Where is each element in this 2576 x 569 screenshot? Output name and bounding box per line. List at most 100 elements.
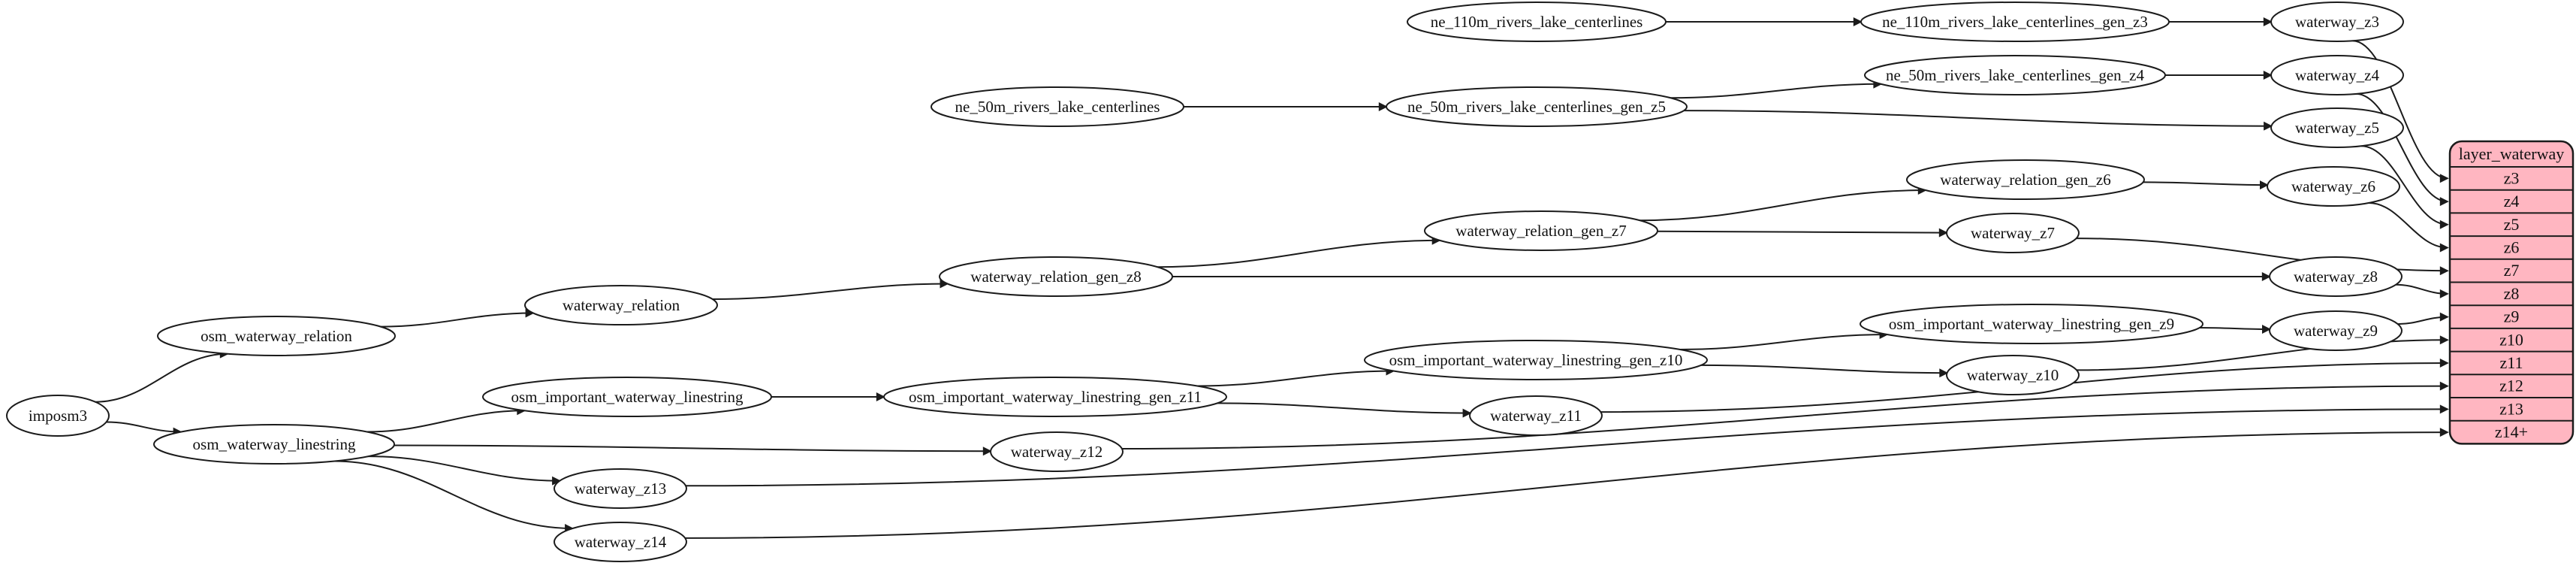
edge-osm_waterway_linestring-to-osm_important_waterway_linestring xyxy=(366,406,526,433)
node-label-waterway_relation_gen_z8: waterway_relation_gen_z8 xyxy=(970,268,1141,286)
node-ellipse-osm_waterway_relation xyxy=(157,316,396,356)
table-row-z11: z11 xyxy=(2500,353,2523,372)
table-row-z4: z4 xyxy=(2504,192,2520,210)
node-waterway_relation_gen_z7: waterway_relation_gen_z7 xyxy=(1424,210,1658,251)
node-ellipse-ne_50m_rivers_lake_centerlines_gen_z4 xyxy=(1864,55,2166,95)
edge-waterway_z9-to-layer_waterway-z9 xyxy=(2397,312,2449,325)
node-ellipse-waterway_relation xyxy=(524,285,718,325)
node-label-osm_important_waterway_linestring_gen_z10: osm_important_waterway_linestring_gen_z1… xyxy=(1389,351,1683,369)
node-label-waterway_z9: waterway_z9 xyxy=(2294,322,2378,340)
node-waterway_relation_gen_z6: waterway_relation_gen_z6 xyxy=(1906,159,2145,200)
node-ellipse-waterway_z3 xyxy=(2270,2,2404,42)
edge-osm_important_waterway_linestring_gen_z9-to-waterway_z9 xyxy=(2199,324,2271,334)
node-label-waterway_relation_gen_z6: waterway_relation_gen_z6 xyxy=(1940,171,2110,189)
node-osm_important_waterway_linestring: osm_important_waterway_linestring xyxy=(482,377,772,417)
node-ellipse-ne_110m_rivers_lake_centerlines_gen_z3 xyxy=(1860,2,2170,42)
edge-imposm3-to-osm_waterway_linestring xyxy=(106,421,182,437)
table-row-z6: z6 xyxy=(2504,238,2520,256)
edge-osm_waterway_relation-to-waterway_relation xyxy=(380,308,535,328)
node-label-waterway_z6: waterway_z6 xyxy=(2291,177,2375,195)
node-ellipse-imposm3 xyxy=(6,395,110,437)
node-ellipse-waterway_z11 xyxy=(1469,395,1603,436)
edge-ne_50m_rivers_lake_centerlines_gen_z5-to-ne_50m_rivers_lake_centerlines_gen_z4 xyxy=(1670,79,1883,99)
node-ellipse-waterway_z8 xyxy=(2269,256,2403,297)
node-waterway_z8: waterway_z8 xyxy=(2269,256,2403,297)
table-row-z9: z9 xyxy=(2504,307,2520,326)
layer-waterway-table: layer_waterwayz3z4z5z6z7z8z9z10z11z12z13… xyxy=(2448,140,2574,445)
node-ellipse-waterway_z13 xyxy=(554,468,687,509)
node-waterway_z5: waterway_z5 xyxy=(2270,107,2404,148)
node-ne_110m_rivers_lake_centerlines_gen_z3: ne_110m_rivers_lake_centerlines_gen_z3 xyxy=(1860,2,2170,42)
edge-osm_waterway_linestring-to-waterway_z13 xyxy=(368,456,562,486)
node-ellipse-ne_110m_rivers_lake_centerlines xyxy=(1407,2,1667,42)
node-ellipse-waterway_z5 xyxy=(2270,107,2404,148)
node-ellipse-waterway_z4 xyxy=(2270,55,2404,95)
table-row-z14+: z14+ xyxy=(2495,422,2528,441)
node-imposm3: imposm3 xyxy=(6,395,110,437)
node-waterway_z11: waterway_z11 xyxy=(1469,395,1603,436)
edge-waterway_z4-to-layer_waterway-z4 xyxy=(2356,92,2449,207)
edge-osm_important_waterway_linestring_gen_z10-to-waterway_z10 xyxy=(1700,364,1949,378)
node-label-ne_110m_rivers_lake_centerlines: ne_110m_rivers_lake_centerlines xyxy=(1431,13,1643,31)
node-label-waterway_z3: waterway_z3 xyxy=(2295,13,2379,31)
node-ne_50m_rivers_lake_centerlines_gen_z5: ne_50m_rivers_lake_centerlines_gen_z5 xyxy=(1386,86,1688,127)
node-ellipse-osm_important_waterway_linestring_gen_z11 xyxy=(883,377,1227,417)
node-label-osm_important_waterway_linestring: osm_important_waterway_linestring xyxy=(511,388,744,406)
node-waterway_relation: waterway_relation xyxy=(524,285,718,325)
node-label-osm_waterway_relation: osm_waterway_relation xyxy=(201,327,352,345)
node-waterway_z4: waterway_z4 xyxy=(2270,55,2404,95)
node-ellipse-osm_important_waterway_linestring_gen_z10 xyxy=(1364,340,1708,380)
edge-waterway_z6-to-layer_waterway-z6 xyxy=(2369,202,2449,253)
edge-waterway_relation_gen_z6-to-waterway_z6 xyxy=(2143,180,2269,190)
node-ne_110m_rivers_lake_centerlines: ne_110m_rivers_lake_centerlines xyxy=(1407,2,1667,42)
node-ellipse-waterway_z14 xyxy=(554,522,687,562)
edge-waterway_z14-to-layer_waterway-z14+ xyxy=(685,428,2449,539)
node-osm_waterway_linestring: osm_waterway_linestring xyxy=(153,424,395,465)
node-ne_50m_rivers_lake_centerlines: ne_50m_rivers_lake_centerlines xyxy=(931,86,1184,127)
edge-waterway_z13-to-layer_waterway-z13 xyxy=(686,404,2449,487)
node-label-ne_50m_rivers_lake_centerlines: ne_50m_rivers_lake_centerlines xyxy=(955,98,1160,116)
node-ellipse-waterway_z12 xyxy=(990,431,1124,472)
node-ellipse-ne_50m_rivers_lake_centerlines xyxy=(931,86,1184,127)
table-title: layer_waterway xyxy=(2459,144,2564,163)
node-waterway_z14: waterway_z14 xyxy=(554,522,687,562)
edge-imposm3-to-osm_waterway_relation xyxy=(95,349,229,403)
node-label-imposm3: imposm3 xyxy=(29,407,87,425)
node-waterway_z13: waterway_z13 xyxy=(554,468,687,509)
node-label-waterway_z12: waterway_z12 xyxy=(1011,443,1102,461)
edge-osm_important_waterway_linestring_gen_z10-to-osm_important_waterway_linestring_gen_z9 xyxy=(1680,330,1889,350)
node-label-waterway_z4: waterway_z4 xyxy=(2295,66,2379,84)
nodes-layer: imposm3 osm_waterway_relation osm_waterway… xyxy=(6,2,2404,562)
edge-waterway_z5-to-layer_waterway-z5 xyxy=(2360,145,2449,229)
table-row-z13: z13 xyxy=(2499,399,2523,418)
edges-layer xyxy=(95,17,2449,539)
edge-waterway_z10-to-layer_waterway-z10 xyxy=(2077,335,2449,371)
edge-osm_important_waterway_linestring_gen_z11-to-osm_important_waterway_linestring_gen_z10 xyxy=(1197,366,1395,387)
table-row-z8: z8 xyxy=(2504,284,2520,303)
edge-waterway_relation_gen_z7-to-waterway_relation_gen_z6 xyxy=(1639,186,1927,222)
node-osm_important_waterway_linestring_gen_z11: osm_important_waterway_linestring_gen_z1… xyxy=(883,377,1227,417)
edge-osm_waterway_linestring-to-waterway_z14 xyxy=(333,460,575,533)
edge-waterway_z8-to-layer_waterway-z8 xyxy=(2396,283,2449,298)
node-label-osm_important_waterway_linestring_gen_z9: osm_important_waterway_linestring_gen_z9 xyxy=(1889,315,2174,333)
table-row-z3: z3 xyxy=(2504,168,2520,187)
node-ellipse-ne_50m_rivers_lake_centerlines_gen_z5 xyxy=(1386,86,1688,127)
table-row-z7: z7 xyxy=(2504,261,2520,280)
table-outline xyxy=(2448,140,2574,445)
node-label-ne_110m_rivers_lake_centerlines_gen_z3: ne_110m_rivers_lake_centerlines_gen_z3 xyxy=(1882,13,2148,31)
node-ne_50m_rivers_lake_centerlines_gen_z4: ne_50m_rivers_lake_centerlines_gen_z4 xyxy=(1864,55,2166,95)
node-label-waterway_z7: waterway_z7 xyxy=(1971,224,2055,242)
table-row-z10: z10 xyxy=(2499,330,2523,349)
node-waterway_z9: waterway_z9 xyxy=(2269,310,2403,351)
node-label-waterway_z10: waterway_z10 xyxy=(1967,366,2059,384)
node-label-waterway_relation_gen_z7: waterway_relation_gen_z7 xyxy=(1455,222,1626,240)
node-label-ne_50m_rivers_lake_centerlines_gen_z5: ne_50m_rivers_lake_centerlines_gen_z5 xyxy=(1407,98,1666,116)
node-osm_important_waterway_linestring_gen_z9: osm_important_waterway_linestring_gen_z9 xyxy=(1860,304,2203,344)
node-label-waterway_z5: waterway_z5 xyxy=(2295,119,2379,137)
node-label-ne_50m_rivers_lake_centerlines_gen_z4: ne_50m_rivers_lake_centerlines_gen_z4 xyxy=(1886,66,2145,84)
node-ellipse-waterway_relation_gen_z7 xyxy=(1424,210,1658,251)
node-osm_waterway_relation: osm_waterway_relation xyxy=(157,316,396,356)
node-ellipse-osm_important_waterway_linestring xyxy=(482,377,772,417)
node-osm_important_waterway_linestring_gen_z10: osm_important_waterway_linestring_gen_z1… xyxy=(1364,340,1708,380)
